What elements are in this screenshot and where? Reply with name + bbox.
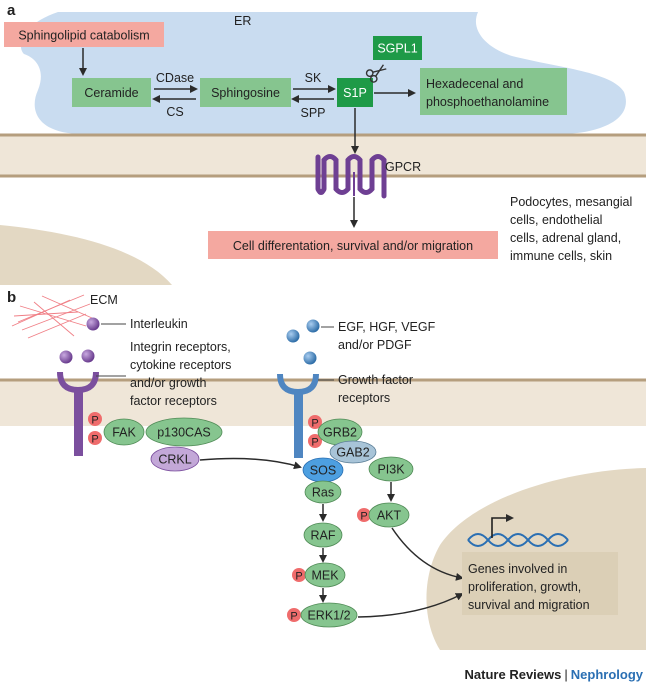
growth-factor-ligand	[303, 351, 317, 365]
p130cas-label: p130CAS	[157, 426, 211, 440]
panel-a-label: a	[7, 2, 16, 19]
products-line-1: Hexadecenal and	[426, 77, 523, 91]
svg-text:cytokine receptors: cytokine receptors	[130, 358, 231, 372]
scissors-icon	[365, 64, 387, 83]
ras-label: Ras	[312, 486, 334, 500]
svg-text:Growth factor: Growth factor	[338, 373, 413, 387]
svg-text:survival and migration: survival and migration	[468, 598, 590, 612]
svg-text:Integrin receptors,: Integrin receptors,	[130, 340, 231, 354]
phospho-badge	[88, 412, 102, 426]
ecm-label: ECM	[90, 293, 118, 307]
gab2-label: GAB2	[336, 446, 369, 460]
gab2-node	[329, 440, 377, 464]
growth-factor-receptors-text: Growth factor receptors	[338, 373, 413, 405]
crkl-label: CRKL	[158, 453, 191, 467]
products-line-2: phosphoethanolamine	[426, 95, 549, 109]
svg-text:Genes involved in: Genes involved in	[468, 562, 567, 576]
sphingosine-box	[200, 78, 291, 107]
svg-text:cells, endothelial: cells, endothelial	[510, 213, 602, 227]
dna-helix-icon	[467, 514, 569, 547]
sphingolipid-catabolism-label: Sphingolipid catabolism	[18, 29, 149, 43]
raf-label: RAF	[311, 529, 336, 543]
svg-text:cells, adrenal gland,: cells, adrenal gland,	[510, 231, 621, 245]
phospho-badge	[357, 508, 371, 522]
fak-node	[103, 418, 145, 446]
growth-factor-receptor	[277, 373, 319, 458]
er-label: ER	[234, 14, 251, 28]
crkl-node	[150, 446, 200, 472]
s1p-box	[337, 78, 373, 107]
s1p-label: S1P	[343, 86, 367, 100]
svg-text:receptors: receptors	[338, 391, 390, 405]
svg-text:Podocytes, mesangial: Podocytes, mesangial	[510, 195, 632, 209]
products-box	[420, 68, 567, 115]
genes-text: Genes involved in proliferation, growth,…	[468, 562, 590, 612]
sgpl1-label: SGPL1	[377, 42, 417, 56]
pi3k-label: PI3K	[377, 463, 405, 477]
erk-label: ERK1/2	[307, 609, 350, 623]
genes-box	[462, 552, 618, 615]
panel-b-label: b	[7, 289, 16, 306]
sphingolipid-catabolism-box	[4, 22, 164, 47]
ras-node	[304, 480, 342, 504]
phospho-badge	[308, 434, 322, 448]
sgpl1-box	[373, 36, 422, 60]
ecm-fibres	[11, 294, 93, 339]
svg-text:factor receptors: factor receptors	[130, 394, 217, 408]
sphingosine-label: Sphingosine	[211, 86, 280, 100]
ceramide-box	[72, 78, 151, 107]
svg-text:P: P	[311, 437, 318, 449]
gpcr-receptor	[315, 154, 387, 199]
sos-label: SOS	[310, 464, 336, 478]
interleukin-ligand	[86, 317, 100, 331]
svg-text:P: P	[290, 611, 297, 623]
growth-factor-ligand	[306, 319, 320, 333]
svg-text:proliferation, growth,: proliferation, growth,	[468, 580, 581, 594]
growth-factors-text: EGF, HGF, VEGF and/or PDGF	[338, 320, 436, 352]
raf-node	[303, 522, 343, 548]
erk-node	[300, 602, 358, 628]
akt-node	[368, 502, 410, 528]
svg-text:EGF, HGF, VEGF: EGF, HGF, VEGF	[338, 320, 436, 334]
cdase-label: CDase	[156, 71, 194, 85]
outcome-box	[208, 231, 498, 259]
svg-text:P: P	[91, 434, 98, 446]
svg-text:and/or growth: and/or growth	[130, 376, 206, 390]
mek-label: MEK	[311, 569, 339, 583]
svg-text:P: P	[360, 511, 367, 523]
outcome-label: Cell differentation, survival and/or mig…	[233, 239, 473, 253]
journal-credit: Nature Reviews|Nephrology	[465, 667, 644, 682]
svg-text:P: P	[311, 418, 318, 430]
gpcr-label: GPCR	[385, 160, 421, 174]
growth-factor-ligand	[286, 329, 300, 343]
p130cas-node	[145, 417, 223, 447]
phospho-badge	[287, 608, 301, 622]
grb2-label: GRB2	[323, 426, 357, 440]
interleukin-label: Interleukin	[130, 317, 188, 331]
cs-label: CS	[166, 105, 183, 119]
interleukin-ligand	[81, 349, 95, 363]
svg-text:immune cells, skin: immune cells, skin	[510, 249, 612, 263]
cell-types-text: Podocytes, mesangial cells, endothelial …	[510, 195, 632, 263]
interleukin-ligand	[59, 350, 73, 364]
nucleus-a	[0, 225, 172, 285]
phospho-badge	[292, 568, 306, 582]
fak-label: FAK	[112, 426, 136, 440]
svg-text:P: P	[295, 571, 302, 583]
akt-label: AKT	[377, 509, 402, 523]
pi3k-node	[368, 456, 414, 482]
phospho-badge	[88, 431, 102, 445]
integrin-receptor	[57, 371, 99, 456]
phospho-badge	[308, 415, 322, 429]
plasma-membrane-b	[0, 380, 646, 426]
spp-label: SPP	[300, 106, 325, 120]
integrin-receptors-text: Integrin receptors, cytokine receptors a…	[130, 340, 231, 408]
mek-node	[304, 562, 346, 588]
ceramide-label: Ceramide	[84, 86, 138, 100]
svg-text:P: P	[91, 415, 98, 427]
svg-text:and/or PDGF: and/or PDGF	[338, 338, 412, 352]
sk-label: SK	[305, 71, 322, 85]
